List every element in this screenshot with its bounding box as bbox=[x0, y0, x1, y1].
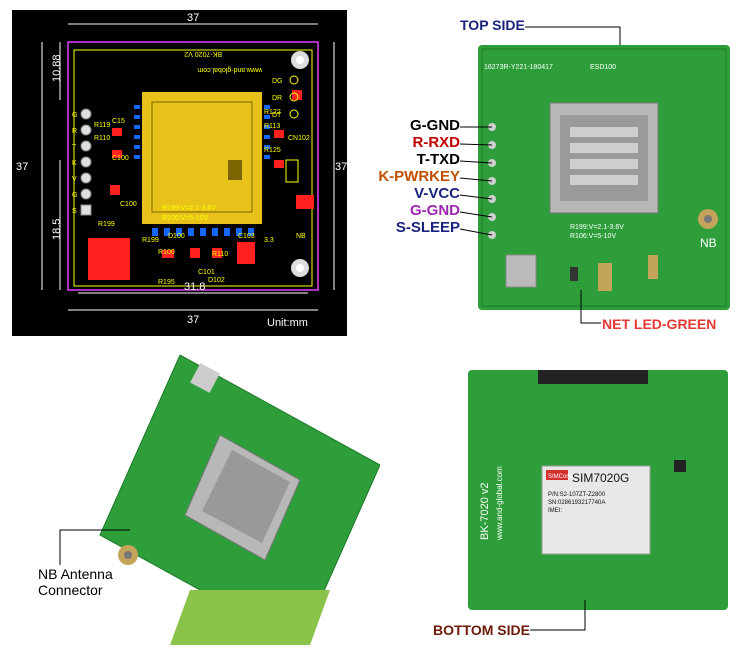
comp-d100: D100 bbox=[168, 233, 185, 240]
pin-label-v-vcc: V-VCC bbox=[414, 185, 460, 202]
comp-c100: C100 bbox=[120, 201, 137, 208]
module-imei: IMEI: bbox=[548, 508, 562, 514]
pin-letter-s: S bbox=[72, 208, 77, 215]
layout-drawing: 37 31.8 37 37 37 10.88 18.5 Unit:mm BK-7… bbox=[16, 12, 347, 329]
pin-letter-r: R bbox=[72, 128, 77, 135]
module-pn: P/N:S2-107ZT-Z2800 bbox=[548, 492, 606, 498]
comp-r199b: R199 bbox=[98, 221, 115, 228]
pin-label-r-rxd: R-RXD bbox=[412, 134, 461, 151]
bottom-side-photo: BK-7020 v2 www.and-global.com SIMCom SIM… bbox=[468, 370, 728, 610]
silk-nb: NB bbox=[296, 233, 306, 240]
top-side-leader bbox=[525, 26, 621, 50]
dim-left-upper: 10.88 bbox=[51, 54, 63, 82]
net-led-leader bbox=[580, 290, 601, 324]
dim-top: 37 bbox=[187, 12, 199, 24]
unit-label: Unit:mm bbox=[267, 317, 308, 329]
silk-voltage-2: R106:V=5-10V bbox=[162, 215, 208, 222]
pin-label-s-sleep: S-SLEEP bbox=[395, 219, 460, 236]
led-label-dt: DT bbox=[272, 112, 282, 119]
pin-letter-g1: G bbox=[72, 112, 77, 119]
top-voltage-2: R106:V=5-10V bbox=[570, 233, 616, 240]
dim-left-lower: 18.5 bbox=[51, 219, 63, 240]
comp-c100b: C100 bbox=[112, 155, 129, 162]
comp-r110a: R110 bbox=[94, 135, 110, 142]
comp-r195: R195 bbox=[158, 279, 175, 286]
nb-label: NB bbox=[700, 236, 717, 250]
comp-r122: R122 bbox=[264, 109, 281, 116]
angled-photo bbox=[70, 354, 381, 646]
comp-c101: C101 bbox=[198, 269, 215, 276]
pin-label-t-txd: T-TXD bbox=[416, 151, 460, 168]
pin-letter-g2: G bbox=[72, 192, 77, 199]
silk-voltage-1: R199:V=2.1-3.6V bbox=[162, 205, 216, 212]
pin-leaders bbox=[459, 126, 493, 236]
comp-c103: C103 bbox=[238, 233, 255, 240]
dim-left: 37 bbox=[16, 161, 28, 173]
top-side-photo: 16273R-Y221-180417 ESD100 NB R199:V=2.1-… bbox=[478, 45, 730, 310]
comp-r113: R113 bbox=[264, 123, 280, 130]
bottom-board-text: BK-7020 v2 bbox=[479, 483, 491, 540]
board-code: 16273R-Y221-180417 bbox=[484, 64, 553, 71]
bottom-side-leader bbox=[530, 600, 586, 631]
antenna-label-line2: Connector bbox=[38, 582, 103, 598]
pin-letter-k: K bbox=[72, 160, 77, 167]
dim-right: 37 bbox=[335, 161, 347, 173]
top-side-title: TOP SIDE bbox=[460, 17, 525, 33]
antenna-label: NB Antenna Connector bbox=[38, 566, 113, 598]
antenna-label-line1: NB Antenna bbox=[38, 566, 113, 582]
antenna-leader bbox=[59, 529, 130, 565]
layout-drawing-panel: 37 31.8 37 37 37 10.88 18.5 Unit:mm BK-7… bbox=[12, 10, 347, 336]
led-label-dr: DR bbox=[272, 95, 282, 102]
esd-label: ESD100 bbox=[590, 64, 616, 71]
module-name: SIM7020G bbox=[572, 471, 629, 485]
module-brand: SIMCom bbox=[548, 474, 571, 480]
bottom-side-title: BOTTOM SIDE bbox=[433, 622, 530, 638]
comp-cn102: CN102 bbox=[288, 135, 310, 142]
top-voltage-1: R199:V=2.1-3.6V bbox=[570, 224, 624, 231]
comp-r110b: R110 bbox=[212, 251, 228, 258]
pin-letter-t: T bbox=[72, 144, 77, 151]
silk-url: www.and-global.com bbox=[197, 66, 263, 73]
bottom-url-text: www.and-global.com bbox=[495, 466, 504, 541]
comp-r119: R119 bbox=[94, 122, 110, 129]
comp-r199: R199 bbox=[142, 237, 159, 244]
silk-title: BK-7020 V2 bbox=[184, 50, 222, 57]
comp-c15: C15 bbox=[112, 118, 125, 125]
module-sn: SN:0286193217740A bbox=[548, 500, 605, 506]
pin-label-k-pwrkey: K-PWRKEY bbox=[378, 168, 460, 185]
comp-r100: R100 bbox=[158, 249, 175, 256]
comp-r125: R125 bbox=[264, 147, 281, 154]
net-led-label: NET LED-GREEN bbox=[602, 316, 717, 332]
pin-labels: G-GND R-RXD T-TXD K-PWRKEY V-VCC G-GND S… bbox=[300, 117, 460, 237]
pin-label-g-gnd: G-GND bbox=[410, 117, 460, 134]
dim-bottom-inner: 31.8 bbox=[184, 281, 205, 293]
silk-33: 3.3 bbox=[264, 237, 274, 244]
pin-label-g-gnd-2: G-GND bbox=[410, 202, 460, 219]
pin-letter-v: V bbox=[72, 176, 77, 183]
comp-d102: D102 bbox=[208, 277, 225, 284]
led-label-dg: DG bbox=[272, 78, 283, 85]
dim-bottom: 37 bbox=[187, 314, 199, 326]
